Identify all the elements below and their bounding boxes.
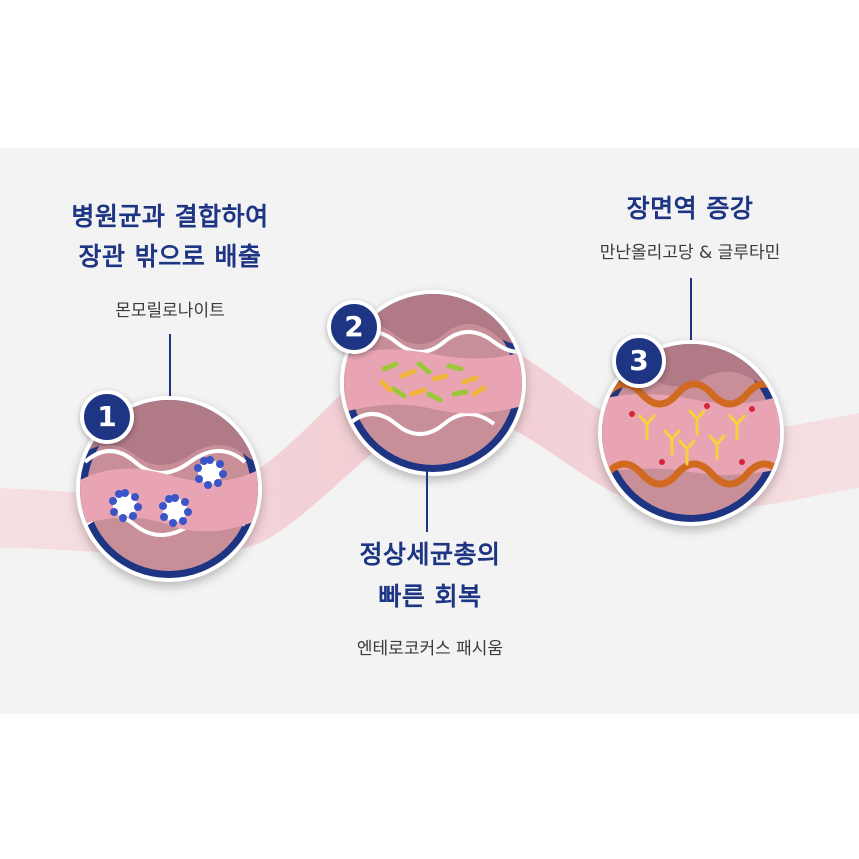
step2-title-line1: 정상세균총의 xyxy=(359,540,501,569)
step2-title-line2: 빠른 회복 xyxy=(378,582,482,611)
step1-subtitle: 몬모릴로나이트 xyxy=(115,301,225,321)
step3-number-badge: 3 xyxy=(612,334,666,388)
red-dots xyxy=(629,403,755,465)
step3-title-line1: 장면역 증강 xyxy=(626,194,754,223)
step3-circle xyxy=(598,340,784,526)
step1-number-badge: 1 xyxy=(80,390,134,444)
step3-connector-line xyxy=(690,278,692,340)
step1-title-line1: 병원균과 결합하여 xyxy=(71,202,269,231)
step1-connector-line xyxy=(169,334,171,396)
bacteria-group xyxy=(379,361,487,403)
step3-subtitle: 만난올리고당 & 글루타민 xyxy=(599,243,781,263)
step1-title-line2: 장관 밖으로 배출 xyxy=(78,242,262,271)
pathogen-cluster xyxy=(109,456,227,527)
step2-number-badge: 2 xyxy=(327,300,381,354)
step2-connector-line xyxy=(426,470,428,532)
antibody-group xyxy=(638,409,746,466)
step2-subtitle: 엔테로코커스 패시움 xyxy=(356,639,504,659)
